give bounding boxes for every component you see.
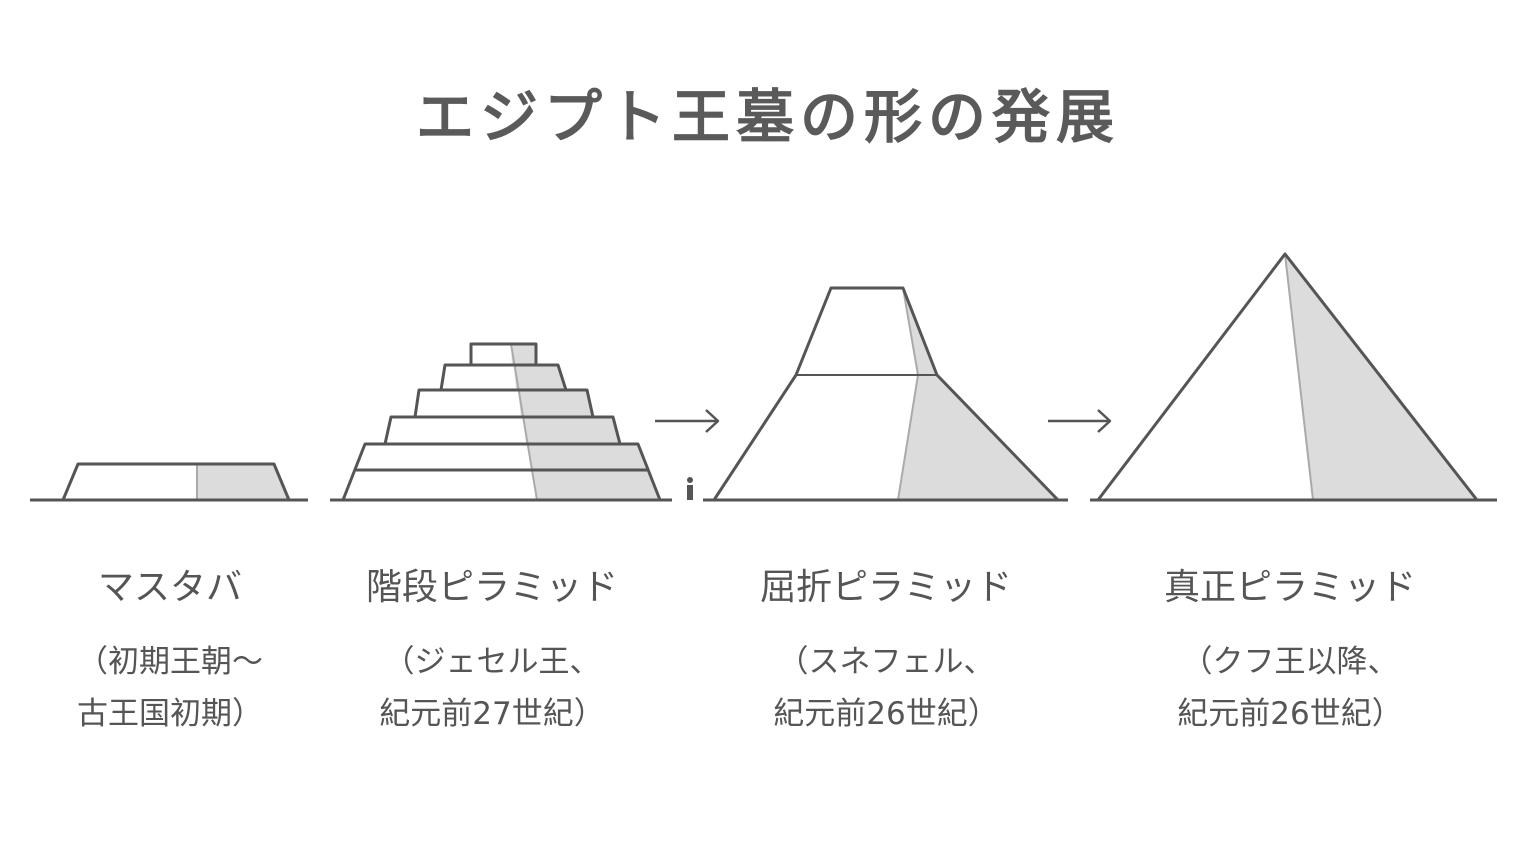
true-pyramid-shape bbox=[1090, 252, 1497, 502]
period-line: 紀元前26世紀） bbox=[1177, 696, 1403, 732]
stage-period-step-pyramid: （ジェセル王、 紀元前27世紀） bbox=[292, 636, 692, 740]
bent-pyramid-shape bbox=[703, 286, 1068, 502]
period-line: 紀元前26世紀） bbox=[773, 696, 999, 732]
arrow-icon bbox=[655, 409, 720, 433]
period-line: （クフ王以降、 bbox=[1181, 644, 1399, 680]
stage-name-step-pyramid: 階段ピラミッド bbox=[365, 567, 618, 608]
period-line: 古王国初期） bbox=[77, 696, 263, 732]
stage-period-true-pyramid: （クフ王以降、 紀元前26世紀） bbox=[1090, 636, 1490, 740]
person-icon bbox=[687, 477, 693, 500]
stage-period-mastaba: （初期王朝〜 古王国初期） bbox=[0, 636, 370, 740]
mastaba-shape bbox=[30, 462, 308, 502]
period-line: 紀元前27世紀） bbox=[379, 696, 605, 732]
period-line: （スネフェル、 bbox=[777, 644, 995, 680]
step-pyramid-shape bbox=[330, 342, 672, 502]
arrow-icon bbox=[1048, 409, 1112, 433]
diagram-title: エジプト王墓の形の発展 bbox=[415, 83, 1120, 151]
period-line: （ジェセル王、 bbox=[383, 644, 601, 680]
stage-name-bent-pyramid: 屈折ピラミッド bbox=[759, 567, 1012, 608]
stage-name-mastaba: マスタバ bbox=[97, 567, 242, 608]
stage-name-true-pyramid: 真正ピラミッド bbox=[1163, 567, 1416, 608]
period-line: （初期王朝〜 bbox=[77, 644, 263, 680]
stage-period-bent-pyramid: （スネフェル、 紀元前26世紀） bbox=[686, 636, 1086, 740]
